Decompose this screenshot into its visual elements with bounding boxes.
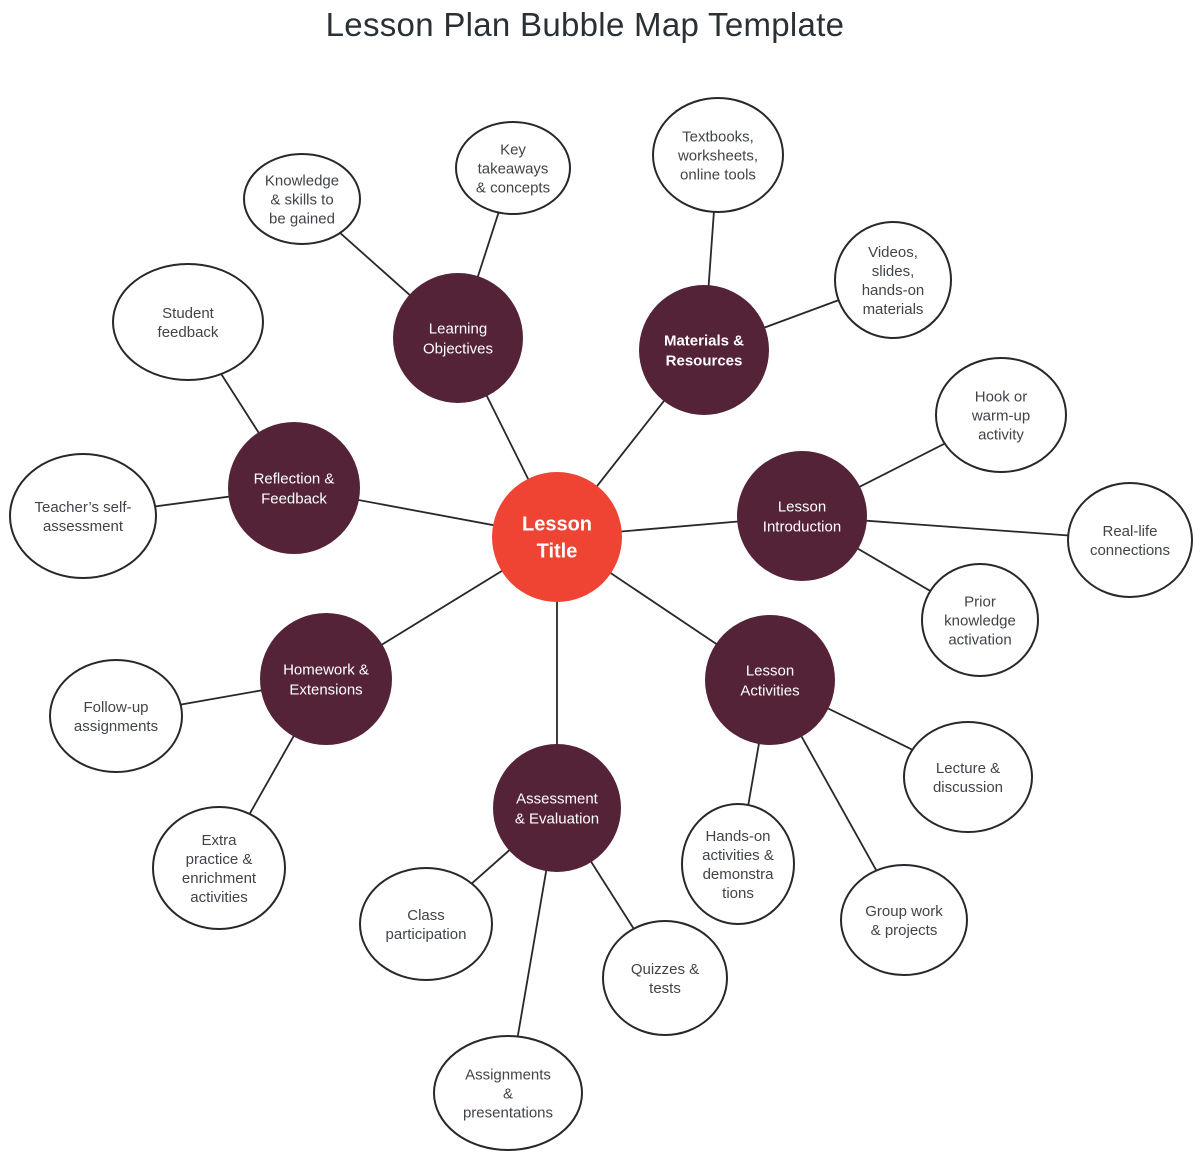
group-work-projects-label: Group work& projects <box>865 903 943 939</box>
category-reflection-feedback: Reflection &Feedback <box>228 422 360 554</box>
materials-resources-label: Materials &Resources <box>664 332 744 369</box>
leaf-textbooks-worksheets-online-tools: Textbooks,worksheets,online tools <box>652 97 784 213</box>
videos-slides-hands-on-materials-ellipse <box>834 221 952 339</box>
assessment-evaluation-circle <box>493 744 621 872</box>
hands-on-activities-demonstrations-ellipse <box>681 803 795 925</box>
group-work-projects-ellipse <box>840 864 968 976</box>
textbooks-worksheets-online-tools-ellipse <box>652 97 784 213</box>
category-homework-extensions: Homework &Extensions <box>260 613 392 745</box>
lecture-discussion-ellipse <box>903 721 1033 833</box>
lesson-introduction-circle <box>737 451 867 581</box>
leaf-teachers-self-assessment: Teacher’s self-assessment <box>9 453 157 579</box>
quizzes-tests-ellipse <box>602 920 728 1036</box>
assignments-presentations-ellipse <box>433 1035 583 1151</box>
lecture-discussion-label: Lecture &discussion <box>933 760 1003 796</box>
follow-up-assignments-ellipse <box>49 659 183 773</box>
leaf-assignments-presentations: Assignments&presentations <box>433 1035 583 1151</box>
assessment-evaluation-label: Assessment& Evaluation <box>515 790 599 827</box>
reflection-feedback-label: Reflection &Feedback <box>254 470 335 507</box>
leaf-lecture-discussion: Lecture &discussion <box>903 721 1033 833</box>
prior-knowledge-activation-ellipse <box>921 563 1039 677</box>
reflection-feedback-circle <box>228 422 360 554</box>
materials-resources-circle <box>639 285 769 415</box>
teachers-self-assessment-label: Teacher’s self-assessment <box>35 499 132 535</box>
assignments-presentations-label: Assignments&presentations <box>463 1066 553 1121</box>
quizzes-tests-label: Quizzes &tests <box>631 961 699 997</box>
key-takeaways-concepts-ellipse <box>455 121 571 215</box>
leaf-quizzes-tests: Quizzes &tests <box>602 920 728 1036</box>
textbooks-worksheets-online-tools-label: Textbooks,worksheets,online tools <box>677 128 758 183</box>
extra-practice-enrichment-activities-ellipse <box>152 806 286 930</box>
student-feedback-ellipse <box>112 263 264 381</box>
knowledge-skills-to-be-gained-ellipse <box>243 153 361 245</box>
real-life-connections-ellipse <box>1067 482 1193 598</box>
category-materials-resources: Materials &Resources <box>639 285 769 415</box>
lesson-activities-circle <box>705 615 835 745</box>
homework-extensions-circle <box>260 613 392 745</box>
lesson-title-circle <box>492 472 622 602</box>
category-assessment-evaluation: Assessment& Evaluation <box>493 744 621 872</box>
class-participation-ellipse <box>359 867 493 981</box>
hook-or-warm-up-activity-ellipse <box>935 357 1067 473</box>
teachers-self-assessment-ellipse <box>9 453 157 579</box>
leaf-group-work-projects: Group work& projects <box>840 864 968 976</box>
homework-extensions-label: Homework &Extensions <box>283 661 369 698</box>
page-title: Lesson Plan Bubble Map Template <box>325 6 845 43</box>
learning-objectives-circle <box>393 273 523 403</box>
